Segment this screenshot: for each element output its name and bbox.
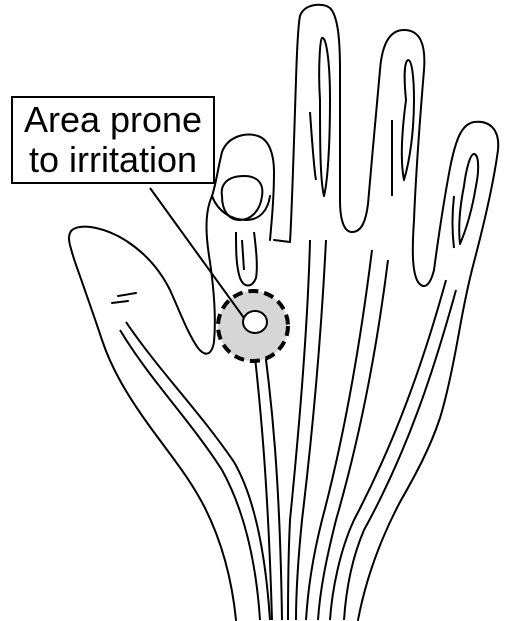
callout-label-line-2: to irritation <box>29 140 197 180</box>
irritation-highlight <box>218 291 288 361</box>
callout-label-line-1: Area prone <box>24 100 202 140</box>
callout-pointer-line <box>150 188 244 318</box>
finger-tendon-sheaths <box>310 38 478 248</box>
callout-label-box: Area prone to irritation <box>11 96 215 184</box>
flexor-tendons <box>120 240 456 620</box>
thumb-tendon-sheath <box>236 232 257 286</box>
pulley-nodule <box>243 311 267 333</box>
